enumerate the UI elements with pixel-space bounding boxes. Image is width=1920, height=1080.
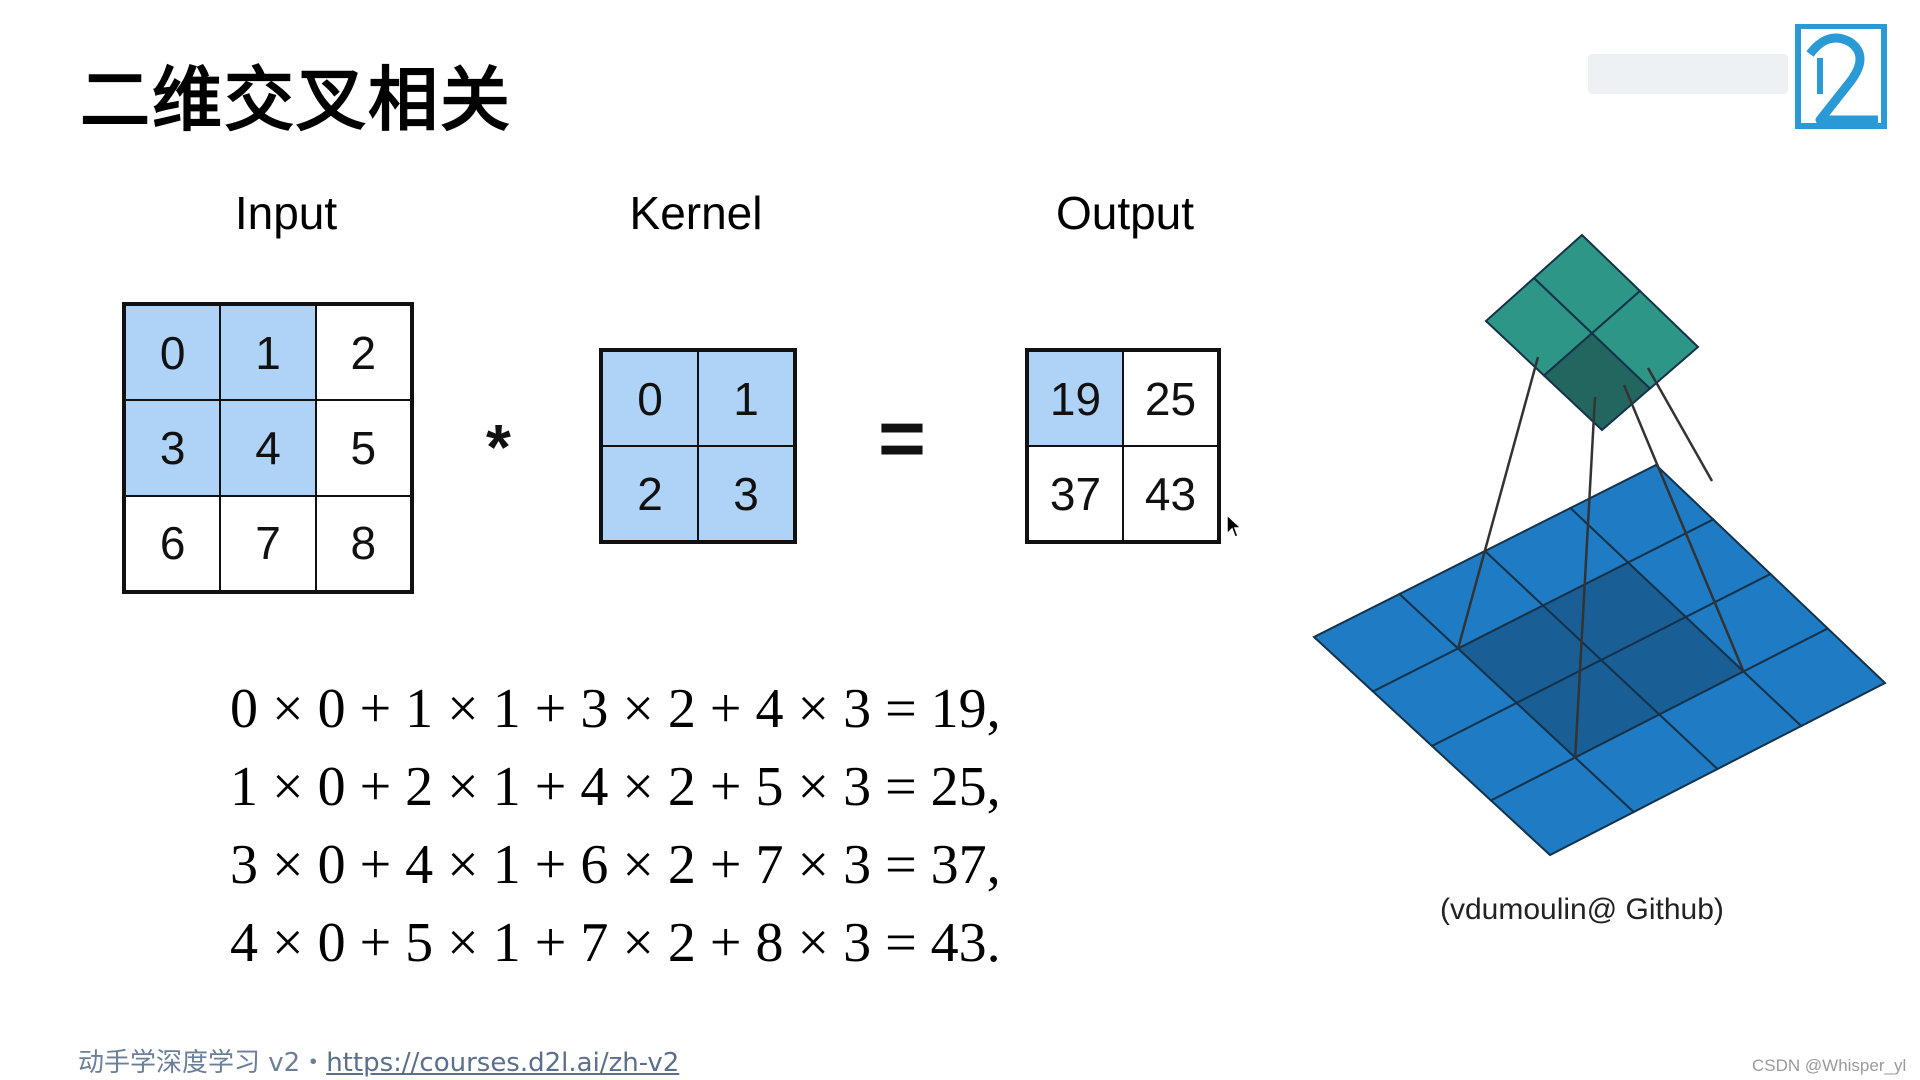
d2l-logo bbox=[1588, 24, 1887, 129]
input-cell: 8 bbox=[315, 495, 411, 591]
mouse-cursor-icon bbox=[1226, 514, 1242, 538]
convolution-operator: * bbox=[486, 411, 511, 483]
projection-line bbox=[1622, 384, 1745, 672]
output-label: Output bbox=[1055, 187, 1195, 239]
output-cell: 43 bbox=[1123, 446, 1218, 541]
input-cell: 0 bbox=[125, 305, 221, 401]
output-cell: 19 bbox=[1028, 351, 1123, 446]
equals-operator: = bbox=[878, 393, 926, 484]
input-layer-cell bbox=[1741, 627, 1887, 728]
input-cell: 6 bbox=[125, 495, 221, 591]
equations: 0 × 0 + 1 × 1 + 3 × 2 + 4 × 3 = 19, 1 × … bbox=[230, 670, 1001, 982]
convolution-3d-illustration bbox=[1312, 233, 1887, 857]
equation-line: 0 × 0 + 1 × 1 + 3 × 2 + 4 × 3 = 19, bbox=[230, 678, 1001, 740]
input-label: Input bbox=[234, 187, 338, 239]
course-link[interactable]: https://courses.d2l.ai/zh-v2 bbox=[326, 1048, 680, 1078]
page-title: 二维交叉相关 bbox=[80, 59, 512, 141]
input-cell: 3 bbox=[125, 400, 221, 496]
projection-line bbox=[1456, 356, 1540, 649]
kernel-cell: 2 bbox=[602, 446, 698, 541]
equation-line: 4 × 0 + 5 × 1 + 7 × 2 + 8 × 3 = 43. bbox=[230, 912, 1001, 974]
output-layer-cell bbox=[1590, 289, 1700, 390]
footer: 动手学深度学习 v2・https://courses.d2l.ai/zh-v2 bbox=[78, 1042, 679, 1079]
output-cell: 37 bbox=[1028, 446, 1123, 541]
equation-line: 3 × 0 + 4 × 1 + 6 × 2 + 7 × 3 = 37, bbox=[230, 834, 1001, 896]
input-cell: 7 bbox=[220, 495, 316, 591]
projection-line bbox=[1646, 367, 1714, 482]
kernel-cell: 1 bbox=[698, 351, 794, 446]
input-cell: 4 bbox=[220, 400, 316, 496]
image-credit: (vdumoulin@ Github) bbox=[1440, 893, 1724, 926]
input-cell: 5 bbox=[315, 400, 411, 496]
output-cell: 25 bbox=[1123, 351, 1218, 446]
input-cell: 1 bbox=[220, 305, 316, 401]
kernel-cell: 0 bbox=[602, 351, 698, 446]
kernel-cell: 3 bbox=[698, 446, 794, 541]
kernel-label: Kernel bbox=[629, 187, 763, 239]
footer-course-text: 动手学深度学习 v2・ bbox=[78, 1048, 327, 1078]
projection-line bbox=[1573, 396, 1597, 758]
input-cell: 2 bbox=[315, 305, 411, 401]
watermark: CSDN @Whisper_yl bbox=[1752, 1056, 1907, 1075]
equation-line: 1 × 0 + 2 × 1 + 4 × 2 + 5 × 3 = 25, bbox=[230, 756, 1001, 818]
